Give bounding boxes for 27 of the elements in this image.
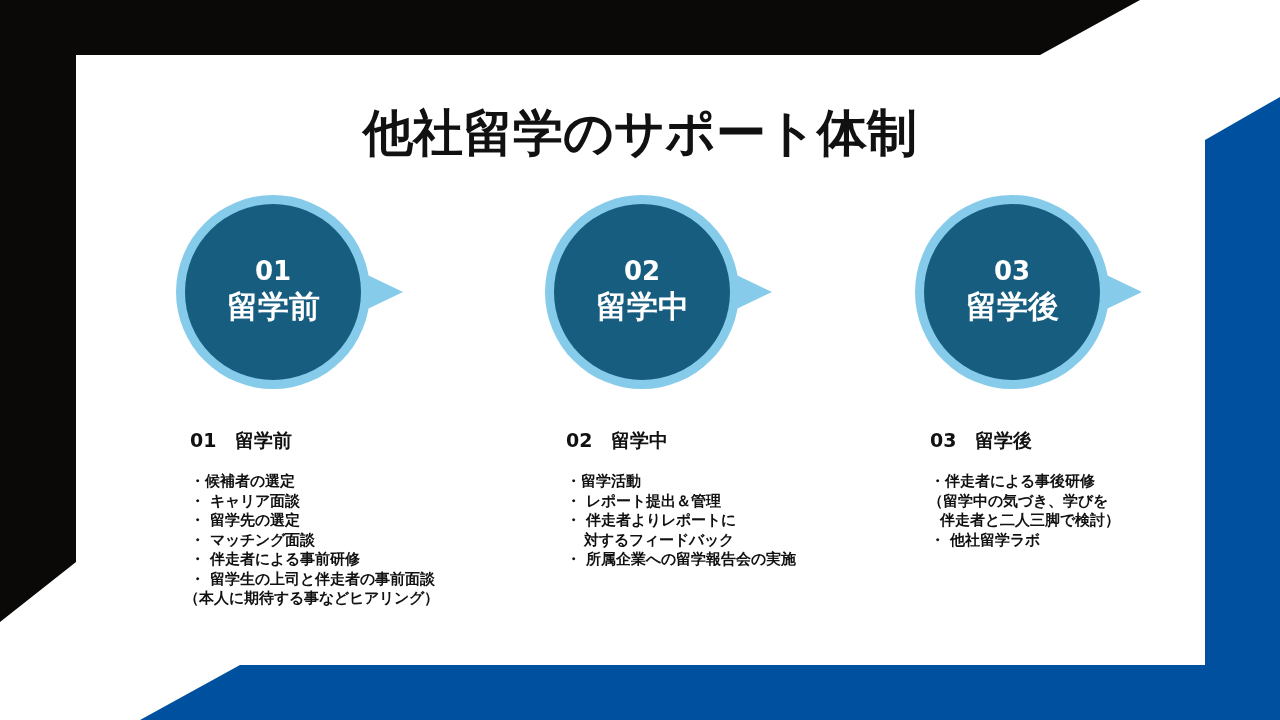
step-number: 01	[253, 256, 293, 286]
bullet-item: ・ マッチング面談	[190, 530, 316, 550]
bullet-item: ・ 伴走者による事前研修	[190, 550, 361, 570]
step-name: 留学中	[594, 288, 690, 324]
note-text: （本人に期待する事などヒアリング）	[184, 589, 439, 609]
bullet-item: ・留学活動	[566, 472, 641, 492]
bullet-item: ・候補者の選定	[190, 472, 295, 492]
step-name: 留学後	[964, 288, 1060, 324]
step-number: 02	[622, 256, 662, 286]
section-heading: 02 留学中	[566, 428, 669, 452]
step-circle	[544, 194, 772, 390]
note-text: （留学中の気づき、学びを伴走者と二人三脚で検討）	[928, 491, 1121, 531]
step-name: 留学前	[225, 288, 321, 324]
bullet-item: ・ 他社留学ラボ	[930, 530, 1041, 550]
bullet-item: ・ キャリア面談	[190, 491, 301, 511]
section-heading: 03 留学後	[930, 428, 1033, 452]
bullet-item: ・ 所属企業への留学報告会の実施	[566, 550, 797, 570]
section-heading: 01 留学前	[190, 428, 293, 452]
step-circle	[175, 194, 403, 390]
step-circle	[914, 194, 1142, 390]
step-number: 03	[992, 256, 1032, 286]
bullet-item: ・ 伴走者よりレポートに対するフィードバック	[566, 511, 738, 550]
bullet-item: ・ 留学先の選定	[190, 511, 301, 531]
bullet-item: ・伴走者による事後研修	[930, 472, 1095, 492]
bullet-item: ・ 留学生の上司と伴走者の事前面談	[190, 569, 436, 589]
bullet-item: ・ レポート提出＆管理	[566, 491, 722, 511]
title-text: 他社留学のサポート体制	[361, 103, 918, 164]
